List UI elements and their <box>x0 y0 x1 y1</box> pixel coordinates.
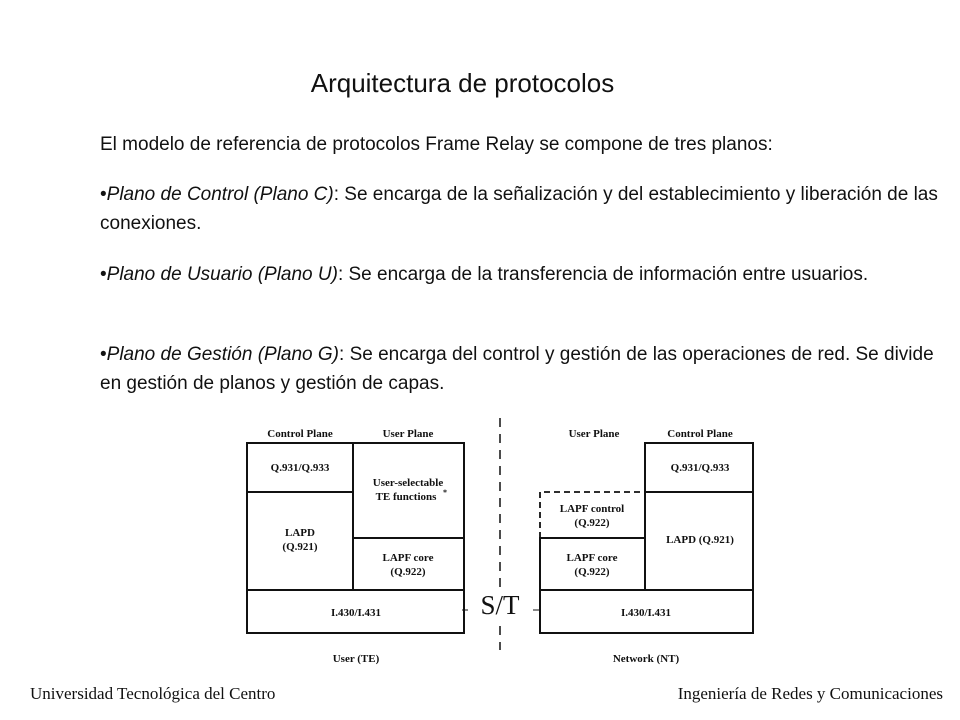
nt-caption: Network (NT) <box>613 653 680 665</box>
footer-left: Universidad Tecnológica del Centro <box>30 684 276 703</box>
nt-user-plane-label: User Plane <box>569 428 620 440</box>
nt-lapf-control-dashed-box <box>539 491 645 538</box>
bullet-desc: : Se encarga del control y gestión de la… <box>100 344 934 394</box>
user-te-stack <box>246 442 465 634</box>
te-user-selectable-label: User-selectable <box>373 477 444 489</box>
te-lapd-label: LAPD <box>285 527 315 539</box>
intro-text: El modelo de referencia de protocolos Fr… <box>100 134 773 155</box>
slide-title: Arquitectura de protocolos <box>310 68 615 98</box>
te-lapd-q921-label: (Q.921) <box>282 541 317 553</box>
te-lapf-core-label: LAPF core <box>382 552 433 564</box>
te-caption: User (TE) <box>333 653 380 665</box>
bullet-user-plane: •Plano de Usuario (Plano U): Se encarga … <box>100 264 869 285</box>
nt-lapd-label: LAPD (Q.921) <box>666 534 734 546</box>
bullet-desc: : Se encarga de la transferencia de info… <box>337 264 869 285</box>
network-nt-stack <box>539 442 754 634</box>
nt-lapf-control-q922-label: (Q.922) <box>574 517 609 529</box>
nt-lapf-core-q922-label: (Q.922) <box>574 566 609 578</box>
nt-lapf-control-label: LAPF control <box>560 503 624 515</box>
footer-right: Ingeniería de Redes y Comunicaciones <box>677 684 943 703</box>
te-control-plane-label: Control Plane <box>267 428 333 440</box>
nt-control-plane-label: Control Plane <box>667 428 733 440</box>
te-physical-label: I.430/I.431 <box>331 607 381 619</box>
nt-physical-label: I.430/I.431 <box>621 607 671 619</box>
reference-point-label: S/T <box>480 590 520 620</box>
te-functions-asterisk: * <box>443 488 447 497</box>
bullet-term: Plano de Gestión (Plano G) <box>106 344 340 365</box>
bullet-term: Plano de Usuario (Plano U) <box>106 264 338 285</box>
bullet-term: Plano de Control (Plano C) <box>106 184 334 205</box>
bullet-control-plane: •Plano de Control (Plano C): Se encarga … <box>100 184 938 234</box>
te-lapf-core-q922-label: (Q.922) <box>390 566 425 578</box>
nt-lapf-core-box <box>539 537 646 591</box>
nt-q931-label: Q.931/Q.933 <box>671 462 730 474</box>
nt-lapf-core-label: LAPF core <box>566 552 617 564</box>
nt-physical-box <box>539 589 754 634</box>
te-user-plane-label: User Plane <box>383 428 434 440</box>
reference-point-label-bg <box>470 588 532 622</box>
bullet-desc: : Se encarga de la señalización y del es… <box>100 184 938 234</box>
te-q931-label: Q.931/Q.933 <box>271 462 330 474</box>
te-functions-label: TE functions <box>376 491 438 503</box>
bullet-management-plane: •Plano de Gestión (Plano G): Se encarga … <box>100 344 934 394</box>
